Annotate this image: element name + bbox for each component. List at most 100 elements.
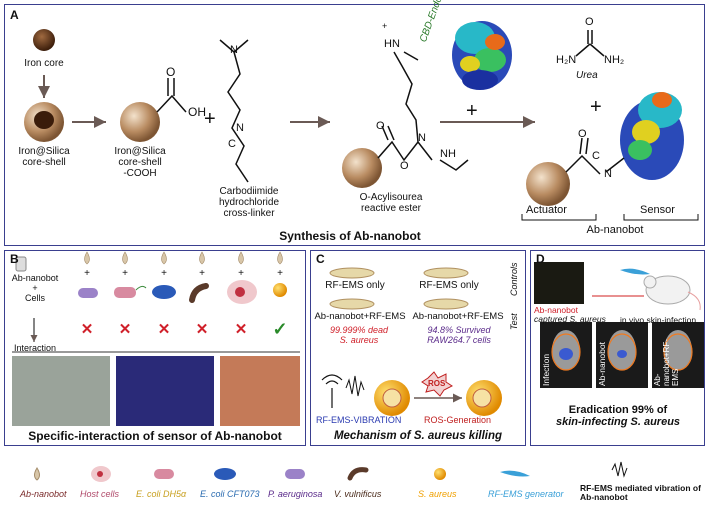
micrograph-brightfield bbox=[12, 356, 110, 426]
urea-o: O bbox=[585, 16, 594, 28]
panel-b-letter: B bbox=[10, 252, 19, 266]
panel-c bbox=[310, 250, 526, 446]
cooh-sphere bbox=[120, 102, 160, 142]
carbodiimide-line3: cross-linker bbox=[223, 208, 275, 219]
combo-2: Ab-nanobot+RF-EMS bbox=[412, 311, 504, 322]
core-shell-label: Iron@Silica core-shell bbox=[6, 146, 82, 168]
protein-product bbox=[620, 92, 684, 180]
carbodiimide-label: Carbodiimide hydrochloride cross-linker bbox=[206, 186, 292, 219]
bacterium-cell-2 bbox=[466, 380, 502, 416]
plus-3: + bbox=[590, 96, 602, 118]
mark-cft073: ✕ bbox=[118, 321, 132, 338]
b-plus-1: + bbox=[84, 268, 90, 279]
panel-d-letter: D bbox=[536, 252, 545, 266]
b-label-3: Cells bbox=[24, 292, 45, 303]
linker-n1: N bbox=[230, 44, 238, 56]
rf-only-1: RF-EMS only bbox=[325, 280, 385, 291]
urea-nh2: NH₂ bbox=[604, 54, 625, 66]
sensor-label: Sensor bbox=[640, 204, 675, 216]
b-plus-4: + bbox=[199, 268, 205, 279]
cell-dh5a bbox=[78, 288, 98, 298]
legend-rf-generator: RF-EMS generator bbox=[488, 489, 564, 499]
b-label-2: + bbox=[32, 282, 38, 293]
cell-saureus bbox=[273, 283, 287, 297]
cooh-line3: -COOH bbox=[123, 168, 157, 179]
interaction-label: Interaction bbox=[14, 343, 57, 353]
ester-sphere bbox=[342, 148, 382, 188]
cooh-oh: OH bbox=[188, 105, 206, 119]
carbodiimide-line2: hydrochloride bbox=[218, 197, 280, 208]
mouse-label-2: Ab-nanobot bbox=[597, 342, 607, 386]
legend-ecoli-dh5a: E. coli DH5α bbox=[136, 489, 187, 499]
bacterium-cell-1 bbox=[374, 380, 410, 416]
panel-b-title: Specific-interaction of sensor of Ab-nan… bbox=[28, 429, 282, 443]
sensor-bracket bbox=[623, 214, 699, 221]
ab-nanobot-cells-label: Ab-nanobot + Cells bbox=[8, 273, 62, 304]
cell-cft073 bbox=[114, 287, 136, 298]
antenna-icon bbox=[321, 374, 343, 408]
result-1-line2: S. aureus bbox=[339, 334, 379, 345]
panel-d-title-line1: Eradication 99% of bbox=[568, 404, 668, 416]
micrograph-fluorescence bbox=[116, 356, 214, 426]
micrograph-sem bbox=[220, 356, 300, 426]
rf-generator-icon bbox=[620, 268, 650, 275]
legend-paeruginosa: P. aeruginosa bbox=[268, 489, 323, 499]
ester-label: O-Acylisourea reactive ester bbox=[346, 192, 436, 214]
legend-rf-vibration: RF-EMS mediated vibration of Ab-nanobot bbox=[580, 483, 701, 503]
legend-icons bbox=[34, 461, 628, 482]
product-sphere bbox=[526, 162, 570, 206]
urea-bonds bbox=[575, 30, 605, 57]
ester-line2: reactive ester bbox=[360, 203, 422, 214]
ester-hn: HN bbox=[384, 38, 400, 50]
rf-only-2: RF-EMS only bbox=[419, 280, 479, 291]
mark-dh5a: ✕ bbox=[80, 321, 94, 338]
mark-host: ✕ bbox=[234, 321, 248, 338]
ros-generation-label: ROS-Generation bbox=[424, 415, 492, 425]
actuator-label: Actuator bbox=[526, 204, 567, 216]
nanobot-drops bbox=[84, 251, 283, 265]
ester-nh: NH bbox=[440, 148, 456, 160]
panel-c-letter: C bbox=[316, 252, 325, 266]
ester-bonds bbox=[377, 51, 469, 171]
legend-host-cells: Host cells bbox=[80, 489, 120, 499]
core-shell-line2: core-shell bbox=[22, 157, 66, 168]
panel-b bbox=[4, 250, 306, 446]
panel-d-title: Eradication 99% of skin-infecting S. aur… bbox=[532, 404, 704, 428]
captured-line1: Ab-nanobot bbox=[534, 305, 578, 315]
carbodiimide-line1: Carbodiimide bbox=[219, 186, 279, 197]
mouse-label-1: Infection bbox=[541, 353, 551, 386]
iron-core-sphere bbox=[33, 29, 55, 51]
plus-1: + bbox=[204, 108, 216, 130]
in-vivo-label: in vivo skin-infection bbox=[620, 315, 697, 325]
core-shell-cooh-label: Iron@Silica core-shell -COOH bbox=[100, 146, 180, 179]
ros-burst bbox=[421, 371, 453, 397]
ros-burst-label: ROS bbox=[428, 379, 446, 388]
protein-cbd-endolysin bbox=[452, 21, 512, 90]
carbodiimide-chain bbox=[219, 39, 249, 183]
panel-c-title: Mechanism of S. aureus killing bbox=[333, 430, 503, 442]
mark-vvulnificus: ✕ bbox=[195, 321, 209, 338]
captured-line2: captured S. aureus bbox=[534, 314, 606, 325]
cooh-o: O bbox=[166, 65, 176, 79]
ester-line1: O-Acylisourea bbox=[359, 192, 423, 203]
ab-nanobot-product-label: Ab-nanobot bbox=[586, 224, 644, 236]
vibration-label: RF-EMS-VIBRATION bbox=[316, 415, 402, 425]
panel-d bbox=[530, 250, 705, 446]
legend-ab-nanobot: Ab-nanobot bbox=[20, 489, 67, 499]
product-c: C bbox=[592, 150, 600, 162]
mouse-icon bbox=[643, 275, 701, 311]
result-2-line1: 94.8% Survived bbox=[427, 325, 491, 335]
test-label: Test bbox=[509, 313, 519, 330]
combo-1: Ab-nanobot+RF-EMS bbox=[314, 311, 406, 322]
cell-paeruginosa bbox=[152, 285, 176, 299]
panel-d-title-line2: skin-infecting S. aureus bbox=[555, 416, 681, 429]
panel-a bbox=[4, 4, 705, 246]
legend-saureus: S. aureus bbox=[418, 489, 457, 499]
mark-paeruginosa: ✕ bbox=[157, 321, 171, 338]
captured-micrograph bbox=[534, 262, 584, 304]
panel-a-title: Synthesis of Ab-nanobot bbox=[279, 229, 421, 243]
controls-label: Controls bbox=[509, 262, 519, 296]
plus-2: + bbox=[466, 100, 478, 122]
cell-vvulnificus bbox=[189, 283, 209, 303]
product-o: O bbox=[578, 128, 587, 140]
